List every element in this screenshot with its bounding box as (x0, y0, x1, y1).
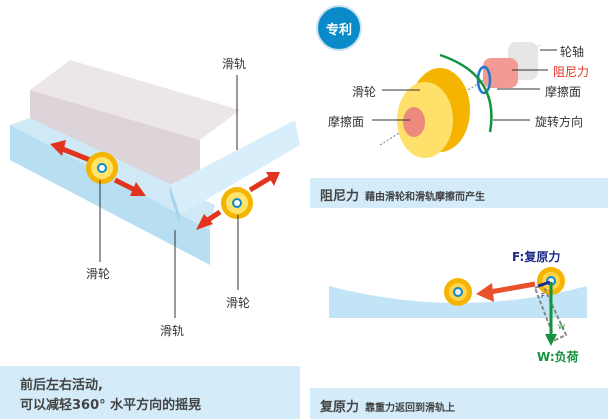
wheel-icon (444, 278, 472, 306)
curved-rail (329, 286, 587, 318)
label-wheel: 滑轮 (352, 85, 377, 99)
arrow-icons (50, 140, 280, 230)
label-friction-right: 摩擦面 (545, 85, 582, 99)
label-force: F:复原力 (512, 250, 561, 264)
caption-line2: 可以减轻360° 水平方向的摇晃 (20, 398, 202, 413)
label-rail-top: 滑轨 (222, 57, 247, 71)
box-top (30, 60, 240, 140)
rail-right (170, 120, 300, 215)
label-wheel-left: 滑轮 (86, 267, 111, 281)
caption-text: 藉由滑轮和滑轨摩擦而产生 (365, 192, 486, 203)
rotation-arrow-icon (439, 53, 493, 133)
wheel-icon (537, 267, 565, 295)
label-load: W:负荷 (537, 350, 579, 364)
label-friction-left: 摩擦面 (328, 115, 365, 129)
caption-line1: 前后左右活动, (20, 378, 103, 393)
wheel-icon (86, 152, 118, 184)
restoring-caption: 复原力靠重力返回到滑轨上 (310, 388, 608, 419)
patent-badge (316, 5, 362, 51)
label-rail-bottom: 滑轨 (160, 324, 185, 338)
label-axle: 轮轴 (560, 45, 585, 59)
label-f-small: F (541, 292, 546, 300)
caption-title: 复原力 (320, 400, 360, 415)
label-w-small: W (558, 323, 565, 331)
label-resistance: 阻尼力 (553, 65, 590, 79)
resistance-sleeve (483, 58, 518, 88)
patent-badge-label: 专利 (326, 23, 353, 38)
label-wheel-right: 滑轮 (226, 296, 251, 310)
wheel-icon (221, 187, 253, 219)
resistance-caption: 阻尼力藉由滑轮和滑轨摩擦而产生 (310, 178, 608, 208)
caption-title: 阻尼力 (320, 189, 360, 204)
label-rotation: 旋转方向 (535, 115, 584, 129)
restoring-arrow-icon (489, 281, 536, 295)
left-caption: 前后左右活动, 可以减轻360° 水平方向的摇晃 (0, 366, 300, 419)
caption-text: 靠重力返回到滑轨上 (365, 403, 456, 414)
